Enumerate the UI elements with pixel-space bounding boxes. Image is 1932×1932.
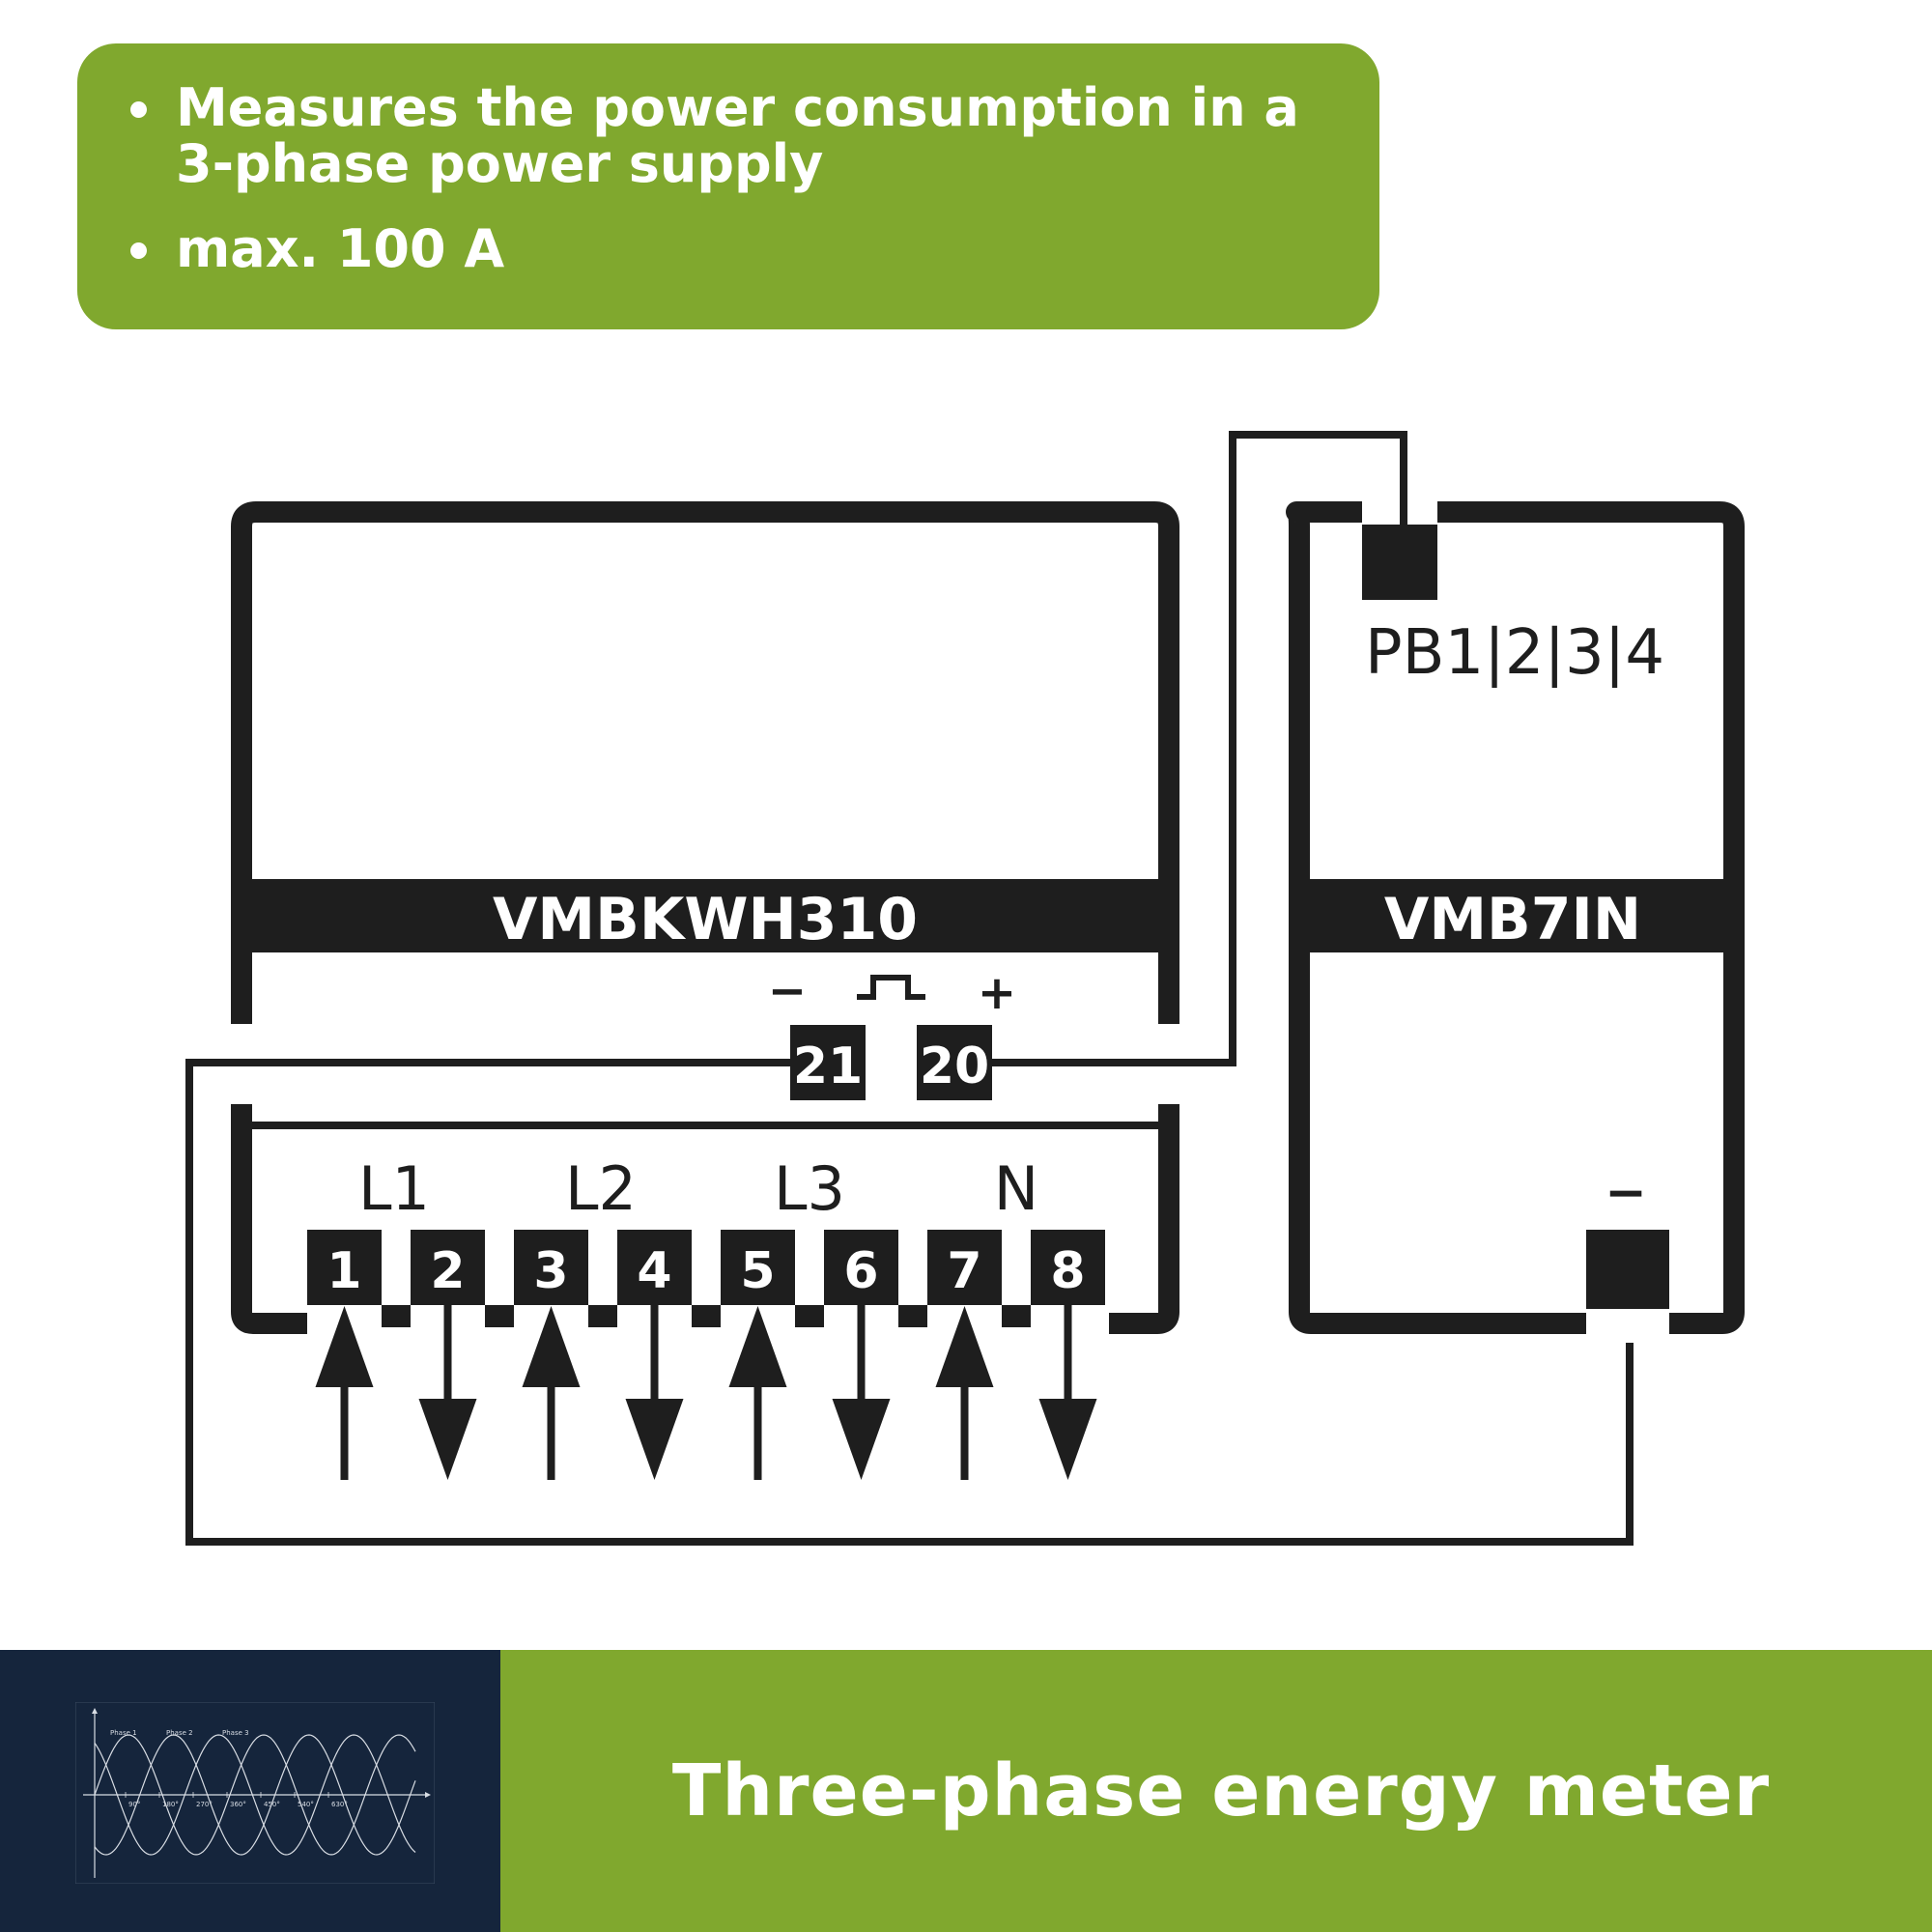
terminal-connector bbox=[485, 1305, 514, 1327]
wiring-diagram: VMBKWH310 VMB7IN PB1|2|3|4 − − + 21 20 L… bbox=[185, 431, 1745, 1546]
footer-title-panel: Three-phase energy meter bbox=[500, 1650, 1932, 1932]
three-phase-waveform-thumbnail: Phase 1 Phase 2 Phase 3 90° 180° 270° 360° 450°… bbox=[75, 1702, 435, 1884]
thumb-angle-label: 180° bbox=[162, 1801, 179, 1808]
pulse-terminal-20-label: 20 bbox=[920, 1037, 989, 1095]
thumb-wave-phase-1 bbox=[94, 1734, 416, 1856]
pulse-symbol-icon bbox=[857, 975, 925, 1000]
terminal-8 bbox=[1031, 1230, 1105, 1305]
arrow-up-icon bbox=[728, 1306, 787, 1387]
thumb-phase-label: Phase 2 bbox=[166, 1729, 193, 1737]
feature-list: Measures the power consumption in a 3-ph… bbox=[126, 80, 1341, 277]
arrow-down-icon bbox=[1038, 1399, 1097, 1480]
feature-item-max-current: max. 100 A bbox=[126, 221, 1341, 277]
arrow-up-icon bbox=[315, 1306, 374, 1387]
arrow-down-icon bbox=[625, 1399, 684, 1480]
thumb-phase-label: Phase 1 bbox=[110, 1729, 137, 1737]
arrow-up-icon bbox=[935, 1306, 994, 1387]
terminal-4 bbox=[617, 1230, 692, 1305]
terminal-connector bbox=[795, 1305, 824, 1327]
group-label-n: N bbox=[994, 1153, 1038, 1224]
footer-title: Three-phase energy meter bbox=[671, 1749, 1771, 1833]
terminal-label-6: 6 bbox=[843, 1242, 878, 1300]
terminal-label-1: 1 bbox=[327, 1242, 361, 1300]
thumb-angle-label: 630° bbox=[331, 1801, 348, 1808]
group-label-l1: L1 bbox=[358, 1153, 430, 1224]
pulse-terminal-21 bbox=[790, 1025, 866, 1100]
wire-pulse-plus-to-input bbox=[987, 431, 1407, 1066]
footer-thumbnail-panel: Phase 1 Phase 2 Phase 3 90° 180° 270° 360° 450°… bbox=[0, 1650, 500, 1932]
terminal-connector bbox=[588, 1305, 617, 1327]
input-module-minus-terminal bbox=[1586, 1230, 1669, 1309]
thumb-wave-phase-3 bbox=[94, 1734, 416, 1856]
terminal-2 bbox=[411, 1230, 485, 1305]
group-label-l3: L3 bbox=[774, 1153, 845, 1224]
terminal-label-4: 4 bbox=[637, 1242, 671, 1300]
terminal-7 bbox=[927, 1230, 1002, 1305]
arrow-down-icon bbox=[418, 1399, 477, 1480]
terminal-1 bbox=[307, 1230, 382, 1305]
meter-housing-top bbox=[231, 501, 1179, 1024]
terminal-label-3: 3 bbox=[533, 1242, 568, 1300]
input-module-model-bar bbox=[1289, 879, 1745, 952]
terminal-connector bbox=[382, 1305, 411, 1327]
terminal-label-5: 5 bbox=[740, 1242, 775, 1300]
pulse-plus-label: + bbox=[978, 966, 1016, 1020]
thumb-angle-label: 270° bbox=[196, 1801, 213, 1808]
thumb-phase-label: Phase 3 bbox=[222, 1729, 249, 1737]
input-module-minus-label: − bbox=[1605, 1164, 1647, 1222]
input-module-inputs-label: PB1|2|3|4 bbox=[1365, 617, 1664, 689]
feature-item-consumption: Measures the power consumption in a 3-ph… bbox=[126, 80, 1341, 192]
pulse-terminal-20 bbox=[917, 1025, 992, 1100]
pulse-minus-label: − bbox=[768, 964, 807, 1018]
arrow-up-icon bbox=[522, 1306, 581, 1387]
terminal-label-7: 7 bbox=[947, 1242, 981, 1300]
thumb-waves bbox=[94, 1734, 416, 1856]
thumb-angle-label: 360° bbox=[230, 1801, 246, 1808]
terminal-connector bbox=[1002, 1305, 1031, 1327]
group-label-l2: L2 bbox=[565, 1153, 637, 1224]
thumb-angle-label: 540° bbox=[298, 1801, 314, 1808]
meter-housing-bottom bbox=[231, 1104, 1179, 1334]
thumb-x-axis-arrow bbox=[425, 1792, 431, 1798]
terminal-connector bbox=[692, 1305, 721, 1327]
pulse-terminal-21-label: 21 bbox=[793, 1037, 863, 1095]
thumb-angle-label: 90° bbox=[128, 1801, 140, 1808]
terminal-connector bbox=[898, 1305, 927, 1327]
terminal-label-2: 2 bbox=[430, 1242, 465, 1300]
thumb-y-axis-arrow bbox=[92, 1708, 98, 1714]
meter-model-bar bbox=[231, 879, 1179, 952]
terminal-5 bbox=[721, 1230, 795, 1305]
terminal-6 bbox=[824, 1230, 898, 1305]
feature-box: Measures the power consumption in a 3-ph… bbox=[77, 43, 1379, 329]
input-module-model-label: VMB7IN bbox=[1384, 886, 1641, 953]
thumb-angle-label: 450° bbox=[264, 1801, 280, 1808]
terminal-3 bbox=[514, 1230, 588, 1305]
input-module-pb-terminal bbox=[1362, 525, 1437, 600]
arrow-down-icon bbox=[832, 1399, 891, 1480]
thumb-wave-phase-2 bbox=[94, 1734, 416, 1856]
terminal-label-8: 8 bbox=[1050, 1242, 1085, 1300]
thumb-labels: Phase 1 Phase 2 Phase 3 90° 180° 270° 360° 450°… bbox=[110, 1729, 348, 1808]
meter-terminal-row: 1 2 3 4 5 6 7 8 bbox=[307, 1230, 1105, 1480]
meter-model-label: VMBKWH310 bbox=[493, 886, 918, 953]
wire-pulse-minus-to-input-minus bbox=[185, 1059, 1634, 1546]
